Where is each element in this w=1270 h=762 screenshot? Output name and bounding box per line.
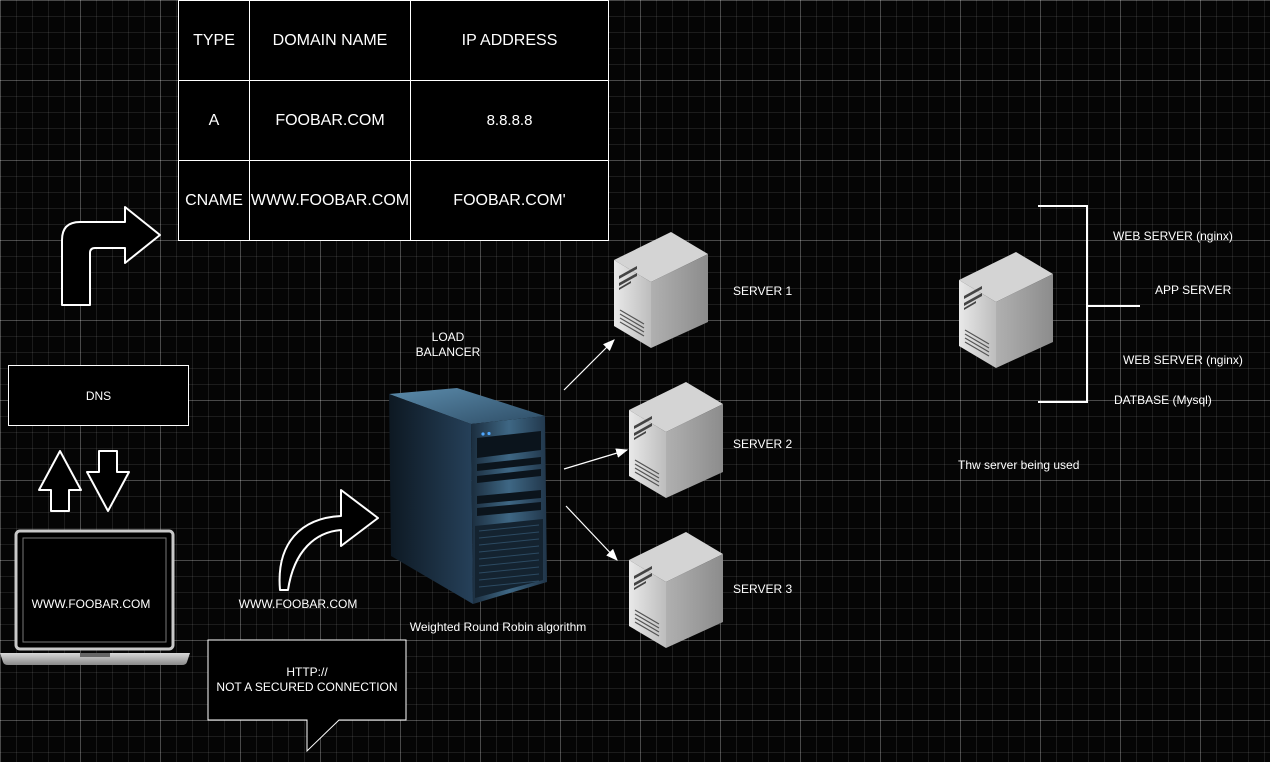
cell-ip-address: 8.8.8.8	[410, 80, 609, 161]
bent-arrow-icon	[61, 206, 161, 306]
table-row: A FOOBAR.COM 8.8.8.8	[178, 80, 609, 161]
cell-type: A	[178, 80, 250, 161]
cell-domain-name: FOOBAR.COM	[249, 80, 411, 161]
component-web-server-2: WEB SERVER (nginx)	[1123, 353, 1243, 367]
header-type: TYPE	[178, 0, 250, 81]
header-ip-address: IP ADDRESS	[410, 0, 609, 81]
load-balancer-label: LOAD BALANCER	[388, 330, 508, 360]
curved-arrow-icon	[278, 489, 379, 591]
arrow-to-server-3	[565, 505, 618, 561]
cell-ip-address: FOOBAR.COM'	[410, 160, 609, 241]
algorithm-label: Weighted Round Robin algorithm	[409, 620, 587, 634]
load-balancer-label-line2: BALANCER	[415, 345, 481, 359]
dns-label: DNS	[85, 388, 112, 403]
cell-domain-name: WWW.FOOBAR.COM	[249, 160, 411, 241]
arrow-to-server-1	[563, 339, 615, 391]
component-database: DATBASE (Mysql)	[1114, 393, 1212, 407]
speech-bubble-text: HTTP:// NOT A SECURED CONNECTION	[208, 665, 406, 695]
component-app-server: APP SERVER	[1155, 283, 1232, 297]
request-url-label: WWW.FOOBAR.COM	[238, 597, 358, 611]
speech-bubble-shape	[207, 639, 407, 753]
header-domain-name: DOMAIN NAME	[249, 0, 411, 81]
cell-type: CNAME	[178, 160, 250, 241]
up-arrow-icon	[38, 450, 82, 512]
load-balancer-tower-icon	[389, 388, 547, 604]
dns-box[interactable]: DNS	[8, 365, 189, 426]
table-header-row: TYPE DOMAIN NAME IP ADDRESS	[178, 0, 609, 81]
stack-caption: Thw server being used	[958, 458, 1080, 472]
dns-records-table: TYPE DOMAIN NAME IP ADDRESS A FOOBAR.COM…	[178, 0, 609, 241]
table-row: CNAME WWW.FOOBAR.COM FOOBAR.COM'	[178, 160, 609, 241]
component-web-server-1: WEB SERVER (nginx)	[1113, 229, 1233, 243]
security-warning-text: NOT A SECURED CONNECTION	[216, 680, 398, 694]
laptop-icon	[0, 529, 190, 665]
server-1-icon	[613, 231, 709, 349]
server-1-label: SERVER 1	[733, 284, 793, 298]
laptop-screen-text: WWW.FOOBAR.COM	[31, 597, 151, 611]
server-3-icon	[628, 531, 724, 649]
protocol-text: HTTP://	[286, 665, 328, 679]
arrow-to-server-2	[563, 448, 629, 470]
server-2-icon	[628, 381, 724, 499]
load-balancer-label-line1: LOAD	[431, 330, 465, 344]
server-2-label: SERVER 2	[733, 437, 793, 451]
server-3-label: SERVER 3	[733, 582, 793, 596]
down-arrow-icon	[86, 450, 130, 512]
component-brace	[1038, 205, 1140, 403]
